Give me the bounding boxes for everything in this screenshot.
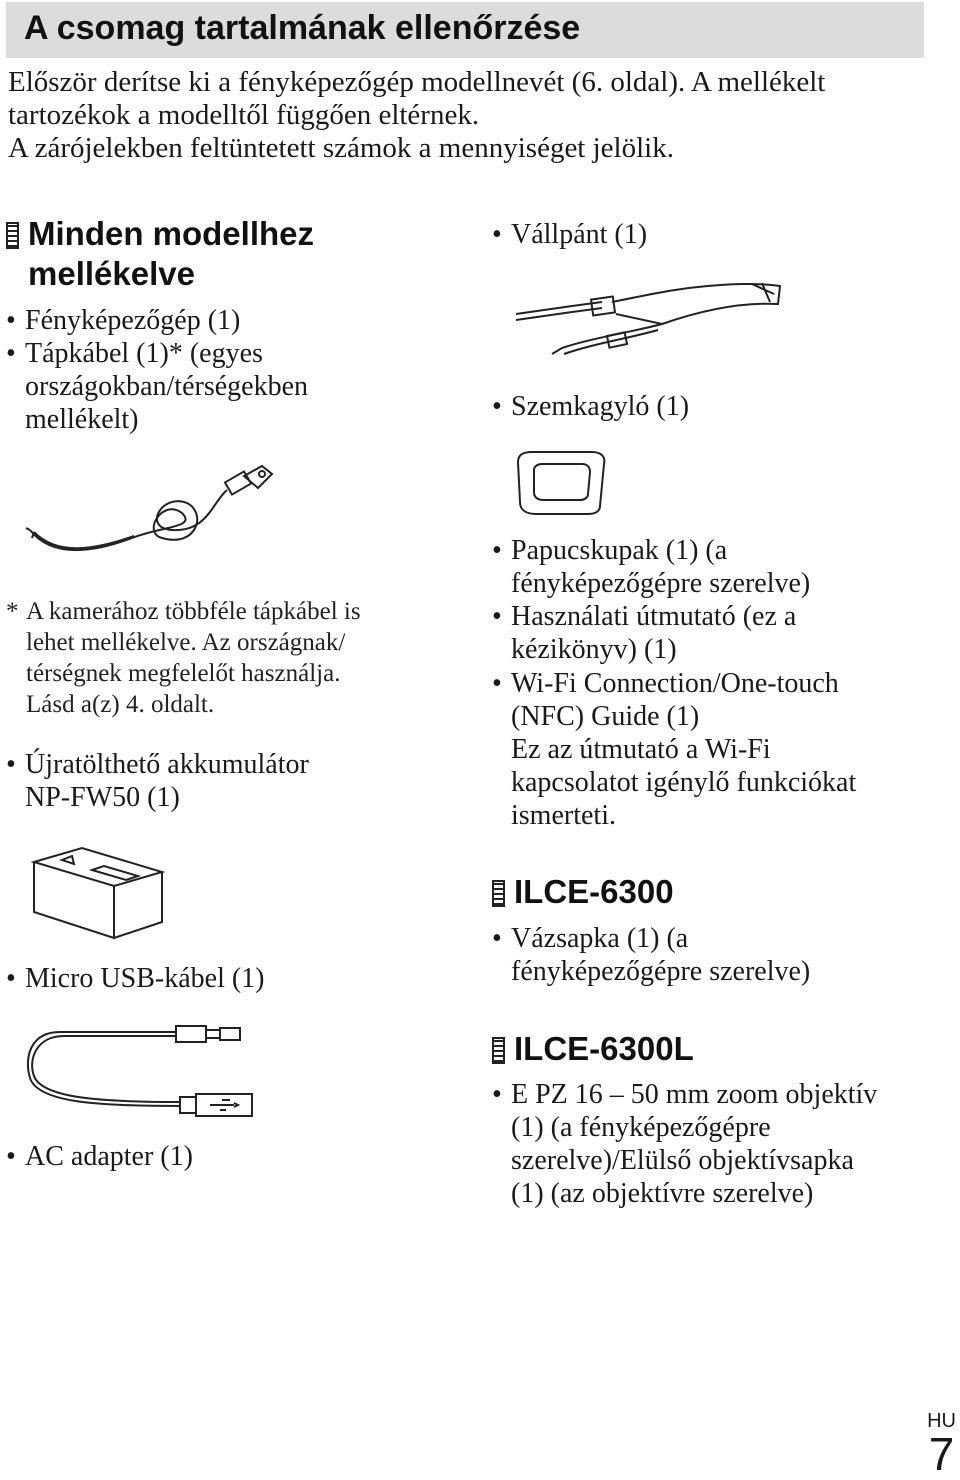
item-wifi-guide: • Wi-Fi Connection/One-touch (NFC) Guide… [492,668,857,831]
item-strap: • Vállpánt (1) [492,219,648,250]
item-lens: • E PZ 16 – 50 mm zoom objektív (1) (a f… [492,1079,878,1209]
page-number-value: 7 [928,1428,955,1480]
shoulder-strap-illustration [515,282,782,355]
item-manual: • Használati útmutató (ez a kézikönyv) (… [492,601,797,665]
item-battery: • Újratölthető akkumulátor NP-FW50 (1) [6,749,309,813]
section-heading-ilce-6300: ILCE-6300 [492,872,674,912]
section-heading-all-models: Minden modellhez mellékelve [6,214,314,294]
power-cord-note: * A kamerához többféle tápkábel is lehet… [6,598,361,718]
intro-line: A zárójelekben feltüntetett számok a men… [8,132,674,164]
section-marker-icon [6,222,19,249]
page-title: A csomag tartalmának ellenőrzése [24,9,581,47]
section-heading-ilce-6300l: ILCE-6300L [492,1029,694,1069]
item-power-cord: • Tápkábel (1)* (egyes országokban/térsé… [6,338,308,435]
item-usb-cable: • Micro USB-kábel (1) [6,963,265,994]
item-shoe-cap: • Papucskupak (1) (a fényképezőgépre sze… [492,535,811,599]
usb-cable-illustration [26,1025,253,1117]
power-cord-illustration [25,464,274,552]
item-body-cap: • Vázsapka (1) (a fényképezőgépre szerel… [492,923,811,987]
section-marker-icon [492,880,505,907]
language-code: HU [927,1410,956,1432]
item-camera: • Fényképezőgép (1) [6,305,241,336]
page-number: HU 7 [927,1410,956,1480]
intro-text: Először derítse ki a fényképezőgép model… [8,66,928,165]
battery-illustration [30,846,166,940]
intro-line: Először derítse ki a fényképezőgép model… [8,66,826,98]
intro-line: tartozékok a modelltől függően eltérnek. [8,99,480,131]
eyecup-illustration [516,451,606,515]
item-ac-adapter: • AC adapter (1) [6,1141,193,1172]
title-bar: A csomag tartalmának ellenőrzése [6,2,924,58]
item-eyecup: • Szemkagyló (1) [492,391,690,422]
section-marker-icon [492,1037,505,1064]
